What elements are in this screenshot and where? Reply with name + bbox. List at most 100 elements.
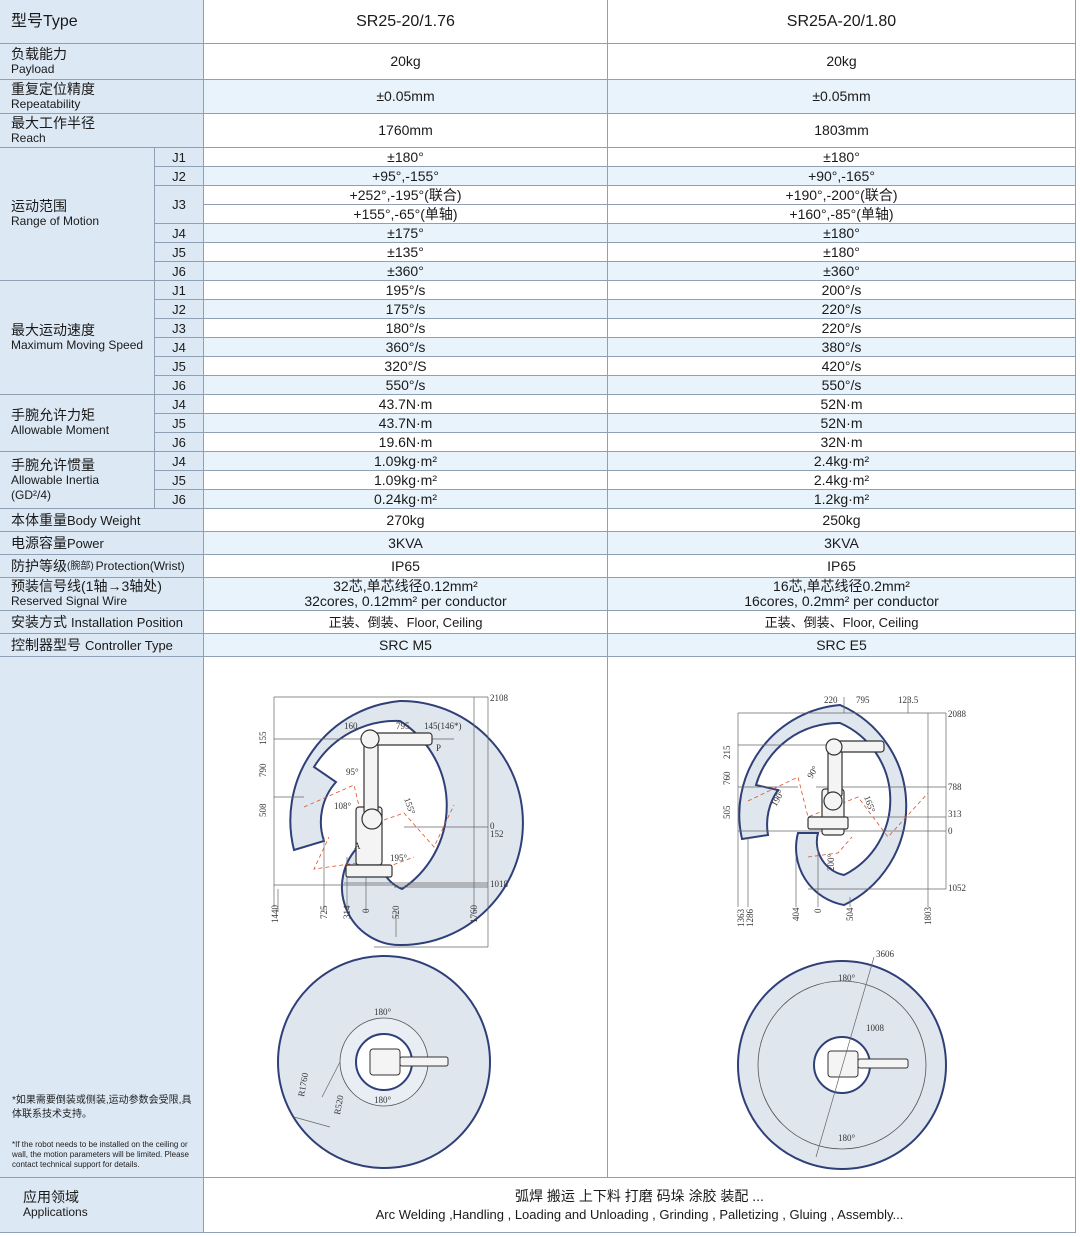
applications-zh: 应用领域 [23,1189,79,1205]
dim-a-1760: 1760 [469,905,479,924]
repeatability-b: ±0.05mm [608,80,1076,114]
dim-a-725: 725 [319,905,329,919]
dim-a-314: 314 [342,905,352,919]
model-a: SR25-20/1.76 [356,13,455,30]
plan-b-3606: 3606 [876,949,895,959]
angle-b-165: 165° [862,794,877,814]
dim-b-2088: 2088 [948,709,967,719]
inertia-j5-b: 2.4kg·m² [608,471,1076,490]
moment-j6-a: 19.6N·m [204,433,608,452]
dim-b-0b: 0 [813,908,823,913]
speed-j2-b: 220°/s [608,300,1076,319]
model-b-cell: SR25A-20/1.80 [608,0,1076,44]
angle-b-90: 90° [805,764,820,780]
speed-j5-b: 420°/s [608,357,1076,376]
range-en: Range of Motion [11,214,100,228]
protection-en: Protection(Wrist) [95,558,185,573]
repeatability-en: Repeatability [11,96,81,111]
dim-b-1803: 1803 [923,907,933,926]
radius-line-r520 [321,1061,341,1098]
moment-en: Allowable Moment [11,423,110,437]
speed-j1-label: J1 [155,281,204,300]
dim-b-404: 404 [791,907,801,921]
dim-b-788: 788 [948,782,962,792]
dim-b-313: 313 [948,809,962,819]
plan-b-1008: 1008 [866,1023,885,1033]
inertia-j5-a: 1.09kg·m² [204,471,608,490]
work-envelope-side-b [738,703,908,907]
dim-a-795: 795 [396,721,410,731]
dim-b-1052: 1052 [948,883,966,893]
plan-a-r1760: R1760 [296,1071,310,1097]
speed-j6-b: 550°/s [608,376,1076,395]
payload-a: 20kg [204,44,608,80]
robot-arm-side-b [807,738,885,836]
power-b: 3KVA [608,532,1076,555]
dim-a-0: 0 [490,821,495,831]
protection-zh-small: (腕部) [67,560,94,572]
diagram-a-drawing: 2108 160 795 145(146*) P 155 790 508 0 1… [258,693,524,1169]
applications-list-en: Arc Welding ,Handling , Loading and Unlo… [375,1206,904,1222]
protection-label: 防护等级(腕部)Protection(Wrist) [0,555,204,578]
range-j6-label: J6 [155,262,204,281]
speed-j2-label: J2 [155,300,204,319]
dim-b-760: 760 [722,771,732,785]
inertia-j6-a: 0.24kg·m² [204,490,608,509]
speed-j4-label: J4 [155,338,204,357]
power-en: Power [67,535,104,551]
dim-b-0: 0 [948,826,953,836]
dim-b-1363: 1363 [736,909,746,928]
diagram-b-cell: 220 795 123.5 2088 215 760 505 788 313 0… [608,657,1076,1178]
range-j6-a: ±360° [204,262,608,281]
reach-lines-b [747,776,929,858]
dim-a-145: 145(146*) [424,721,462,731]
dim-a-1440: 1440 [270,905,280,924]
controller-a: SRC M5 [204,634,608,657]
applications-en: Applications [23,1205,88,1219]
dim-a-1018: 1018 [490,879,509,889]
inertia-en2: (GD²/4) [11,487,51,502]
marker-a: A [354,841,361,851]
speed-j5-label: J5 [155,357,204,376]
dim-a-p: P [436,743,441,753]
moment-j4-b: 52N·m [608,395,1076,414]
type-label: 型号Type [11,13,78,30]
weight-b: 250kg [608,509,1076,532]
inertia-j5-label: J5 [155,471,204,490]
range-j5-a: ±135° [204,243,608,262]
mid-circle-plan-b [757,980,927,1150]
radius-line-r1760 [293,1116,331,1128]
protection-b: IP65 [608,555,1076,578]
dimension-lines-b [737,697,947,907]
range-zh: 运动范围 [11,198,67,214]
dim-b-795: 795 [856,695,870,705]
plan-a-180-top: 180° [374,1007,392,1017]
speed-j5-a: 320°/S [204,357,608,376]
signal-en: Reserved Signal Wire [11,594,128,608]
power-zh: 电源容量 [11,534,67,551]
inertia-zh: 手腕允许惯量 [11,456,95,473]
angle-a-95: 95° [346,767,359,777]
range-j6-b: ±360° [608,262,1076,281]
plan-b-180-top: 180° [838,973,856,983]
repeatability-a: ±0.05mm [204,80,608,114]
moment-j5-a: 43.7N·m [204,414,608,433]
protection-a: IP65 [204,555,608,578]
repeatability-zh: 重复定位精度 [11,80,95,97]
inertia-j6-label: J6 [155,490,204,509]
applications-list-zh: 弧焊 搬运 上下料 打磨 码垛 涂胶 装配 ... [515,1187,764,1204]
applications-list: 弧焊 搬运 上下料 打磨 码垛 涂胶 装配 ... Arc Welding ,H… [204,1178,1076,1233]
moment-j5-b: 52N·m [608,414,1076,433]
inertia-j4-a: 1.09kg·m² [204,452,608,471]
reach-en: Reach [11,130,46,145]
moment-j4-label: J4 [155,395,204,414]
range-j1-b: ±180° [608,148,1076,167]
inertia-j6-b: 1.2kg·m² [608,490,1076,509]
dim-a-160: 160 [344,721,358,731]
plan-b-180-bottom: 180° [838,1133,856,1143]
speed-zh: 最大运动速度 [11,321,95,338]
range-j4-b: ±180° [608,224,1076,243]
